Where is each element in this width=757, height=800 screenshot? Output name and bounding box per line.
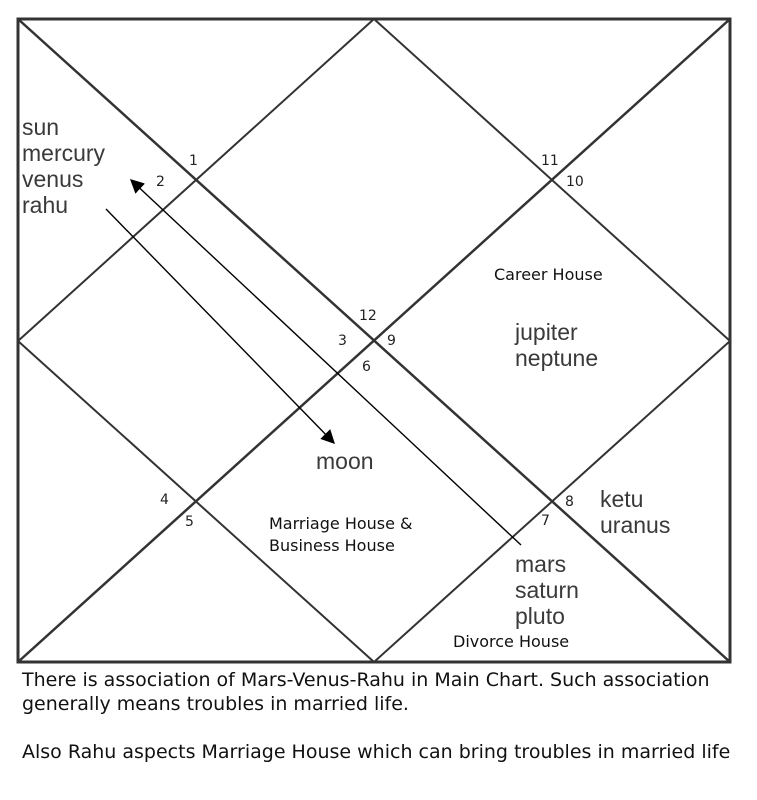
house-number-3: 3 — [338, 333, 347, 349]
house-number-8: 8 — [565, 494, 574, 510]
arrow-mars-to-venus — [129, 179, 522, 546]
birth-chart-diagram: 1 2 3 4 5 6 7 8 9 10 11 12 sun mercury v… — [16, 17, 732, 664]
house-number-12: 12 — [359, 308, 377, 324]
planet-pluto: pluto — [515, 603, 565, 629]
marriage-house-label-line1: Marriage House & — [269, 514, 413, 533]
house-number-7: 7 — [541, 513, 550, 529]
career-house-label: Career House — [494, 265, 603, 284]
marriage-house-label-line2: Business House — [269, 536, 395, 555]
planet-ketu: ketu — [600, 486, 643, 512]
caption-rahu-aspect: Also Rahu aspects Marriage House which c… — [22, 741, 731, 763]
house-number-6: 6 — [362, 359, 371, 375]
house-number-9: 9 — [387, 333, 396, 349]
planet-mercury: mercury — [22, 140, 106, 166]
planet-saturn: saturn — [515, 577, 579, 603]
house-number-2: 2 — [156, 174, 165, 190]
house-number-5: 5 — [185, 514, 194, 530]
house-number-4: 4 — [160, 492, 169, 508]
planet-neptune: neptune — [515, 345, 598, 371]
planet-jupiter: jupiter — [514, 319, 578, 345]
planet-mars: mars — [515, 551, 566, 577]
diagonal-anti — [17, 18, 731, 663]
inner-diamond — [16, 17, 732, 664]
caption-association: There is association of Mars-Venus-Rahu … — [22, 669, 710, 715]
planet-moon: moon — [316, 448, 374, 474]
planet-sun: sun — [22, 114, 59, 140]
divorce-house-label: Divorce House — [453, 632, 569, 651]
planet-rahu: rahu — [22, 192, 68, 218]
planet-venus: venus — [22, 166, 83, 192]
planet-uranus: uranus — [600, 512, 670, 538]
house-number-10: 10 — [566, 174, 584, 190]
house-number-1: 1 — [189, 153, 198, 169]
arrow-rahu-to-moon — [105, 208, 335, 445]
house-number-11: 11 — [541, 153, 559, 169]
